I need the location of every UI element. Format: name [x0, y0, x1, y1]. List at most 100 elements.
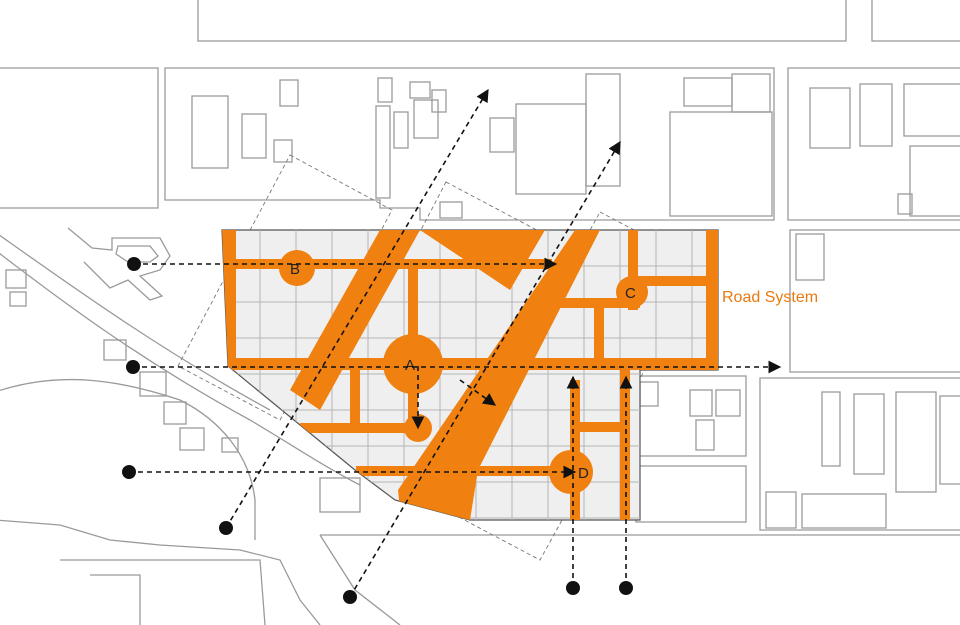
block-east-lower [635, 465, 747, 523]
road-curve-south [0, 519, 321, 625]
flow-arrow-5 [349, 140, 621, 598]
road-curve-south-3 [90, 574, 141, 625]
road-vertical-d2 [620, 370, 630, 520]
building [795, 233, 825, 281]
road-border-west [222, 230, 236, 370]
road-vertical-c [628, 230, 638, 310]
road-vertical-east-small [594, 308, 604, 358]
building [377, 77, 393, 103]
building [279, 79, 299, 107]
building [689, 389, 713, 417]
building [319, 477, 361, 513]
building [375, 105, 391, 199]
road-row-south [356, 466, 576, 476]
building [903, 83, 960, 137]
block-north [164, 67, 775, 221]
building [431, 89, 447, 113]
dot-icon [219, 521, 233, 535]
building [139, 371, 167, 397]
building [413, 99, 439, 139]
node-label-a: A [405, 357, 415, 374]
road-curve-southwest [0, 378, 256, 540]
building [221, 437, 239, 453]
flow-arrow-9 [459, 379, 497, 406]
node-circle-a [383, 334, 443, 394]
building [515, 103, 587, 195]
road-island [115, 245, 159, 263]
building [909, 145, 960, 217]
road-curve-south-2 [60, 559, 266, 625]
road-diagonal-1 [290, 230, 420, 410]
road-row-d [575, 422, 625, 432]
diagram-title: Road System [722, 289, 818, 306]
node-labels: A B C D [290, 261, 636, 482]
road-row-c [638, 276, 708, 286]
road-border-east [706, 230, 718, 370]
block-left-top [0, 67, 159, 209]
road-plaza-north [420, 230, 545, 290]
building [163, 401, 187, 425]
building [273, 139, 293, 163]
block-right-top [787, 67, 960, 221]
building [393, 111, 409, 149]
building [585, 73, 621, 187]
building [639, 381, 659, 407]
building [409, 81, 431, 99]
dot-icon [343, 590, 357, 604]
node-circle-c [616, 276, 648, 308]
block-right-middle [789, 229, 960, 373]
road-vertical-d1 [570, 380, 580, 520]
node-label-b: B [290, 261, 300, 278]
building [939, 395, 960, 485]
building [103, 339, 127, 361]
road-main-horizontal [222, 358, 718, 370]
dot-icon [619, 581, 633, 595]
building [821, 391, 841, 467]
building [9, 291, 27, 307]
study-frame-3 [437, 211, 703, 561]
block-top-strip [197, 0, 847, 42]
road-diagonal-2 [398, 230, 600, 520]
dot-icon [126, 360, 140, 374]
node-circle-b [279, 250, 315, 286]
building [179, 427, 205, 451]
building [895, 391, 937, 493]
road-edge-south-bend [319, 534, 401, 625]
building [191, 95, 229, 169]
origin-dots [122, 257, 633, 604]
building [715, 389, 741, 417]
flow-arrows [129, 88, 782, 598]
building [439, 201, 463, 219]
road-curve-west-2 [0, 234, 271, 411]
node-circle-small-2 [404, 414, 432, 442]
building [731, 73, 771, 113]
study-frame-1 [177, 154, 393, 421]
dot-icon [122, 465, 136, 479]
node-label-c: C [625, 285, 636, 302]
flow-arrow-4 [225, 88, 489, 529]
building [489, 117, 515, 153]
block-top-right [871, 0, 960, 42]
road-curve-west [0, 253, 361, 486]
road-junction [67, 227, 171, 301]
building [695, 419, 715, 451]
building [5, 269, 27, 289]
building [801, 493, 887, 529]
road-row-mid-east [550, 298, 640, 308]
building [683, 77, 733, 107]
building [853, 393, 885, 475]
dot-icon [127, 257, 141, 271]
block-right-lower [759, 377, 960, 531]
building [241, 113, 267, 159]
road-vertical-west [350, 370, 360, 428]
road-row-lower [300, 423, 420, 433]
building [859, 83, 893, 147]
building [669, 111, 773, 217]
building [897, 193, 913, 215]
building [809, 87, 851, 149]
dot-icon [566, 581, 580, 595]
node-label-d: D [578, 465, 589, 482]
building [765, 491, 797, 529]
